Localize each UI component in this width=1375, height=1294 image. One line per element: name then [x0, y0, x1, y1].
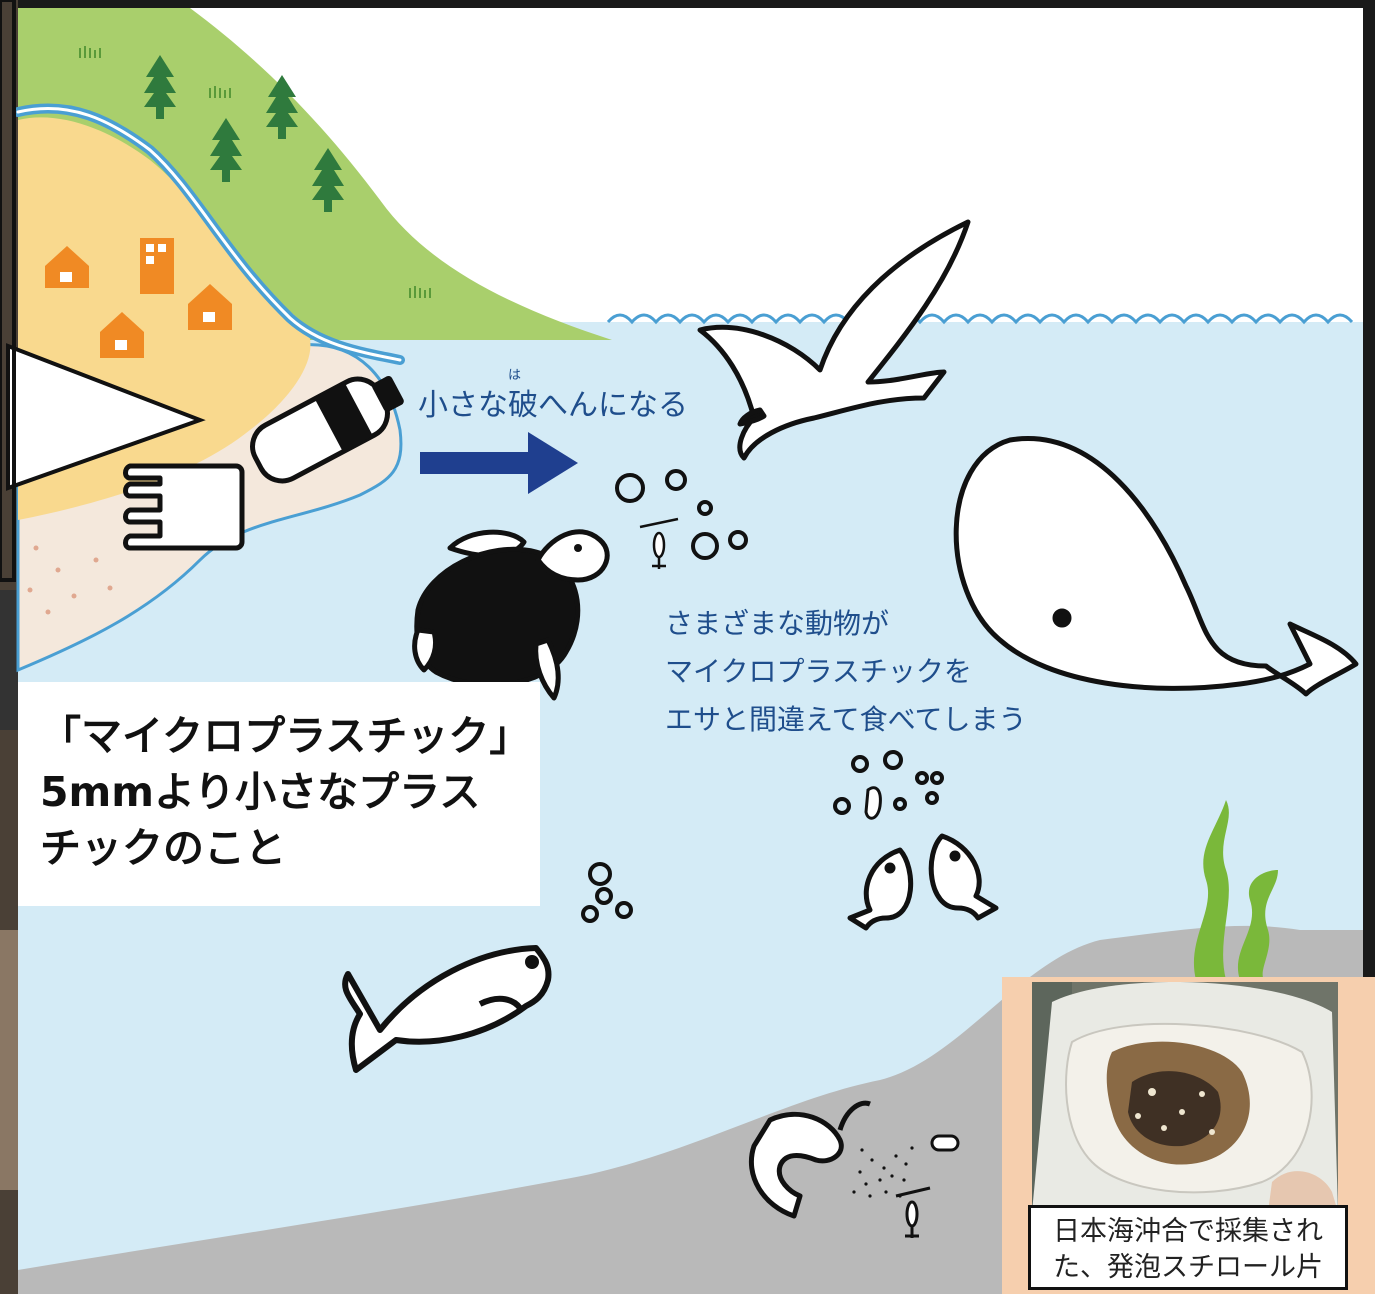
- styrofoam-photo-panel: 日本海沖合で採集され た、発泡スチロール片: [1002, 977, 1375, 1294]
- bubbles-1: [615, 469, 748, 560]
- animals-line-3: エサと間違えて食べてしまう: [665, 703, 1027, 736]
- zooplankton-icon: [639, 517, 679, 569]
- definition-line-1: 「マイクロプラスチック」: [40, 712, 531, 760]
- plastic-bottle-icon: [250, 375, 404, 484]
- caption-line-2: た、発泡スチロール片: [1053, 1252, 1323, 1283]
- bubbles-2: [581, 750, 944, 923]
- grass-icons: [79, 46, 431, 298]
- whale-icon: [953, 436, 1359, 697]
- beach-dots: [27, 545, 113, 615]
- speech-frame-edge: [0, 0, 16, 582]
- river-inner: [16, 107, 402, 362]
- small-fish-icons: [847, 833, 999, 931]
- wave-line: [606, 313, 1354, 325]
- seagull-icon: [697, 219, 971, 461]
- sea-turtle-icon: [412, 529, 610, 701]
- left-strip-wood: [0, 930, 18, 1190]
- microplastic-definition-box: 「マイクロプラスチック」 5mmより小さなプラス チックのこと: [18, 682, 540, 906]
- photo-caption: 日本海沖合で採集され た、発泡スチロール片: [1028, 1205, 1348, 1290]
- speech-bubble: [6, 343, 206, 491]
- plastic-bag-icon: [123, 463, 245, 551]
- definition-line-2: 5mmより小さなプラス: [40, 768, 481, 816]
- tree-icons: [144, 55, 344, 212]
- animals-line-1: さまざまな動物が: [665, 607, 890, 640]
- break-text-ruby: は: [508, 368, 522, 383]
- definition-line-3: チックのこと: [40, 824, 286, 872]
- house-icons: [45, 238, 232, 358]
- caption-line-1: 日本海沖合で採集され: [1053, 1216, 1323, 1247]
- turtle-eye: [574, 544, 582, 552]
- shrimp-icon: [748, 1100, 871, 1219]
- left-strip-dark: [0, 590, 18, 730]
- break-text: 小さな破へんになる: [418, 388, 688, 423]
- seaweed-icon: [1193, 800, 1278, 980]
- styrofoam-photo: [1032, 982, 1338, 1212]
- fish-icon: [342, 945, 552, 1073]
- break-arrow: [420, 432, 578, 494]
- animals-eat-plastic-text: さまざまな動物が マイクロプラスチックを エサと間違えて食べてしまう: [665, 600, 1026, 744]
- animals-line-2: マイクロプラスチックを: [665, 655, 972, 688]
- plastic-pieces: [895, 1134, 960, 1238]
- plastic-fragment: [864, 786, 882, 820]
